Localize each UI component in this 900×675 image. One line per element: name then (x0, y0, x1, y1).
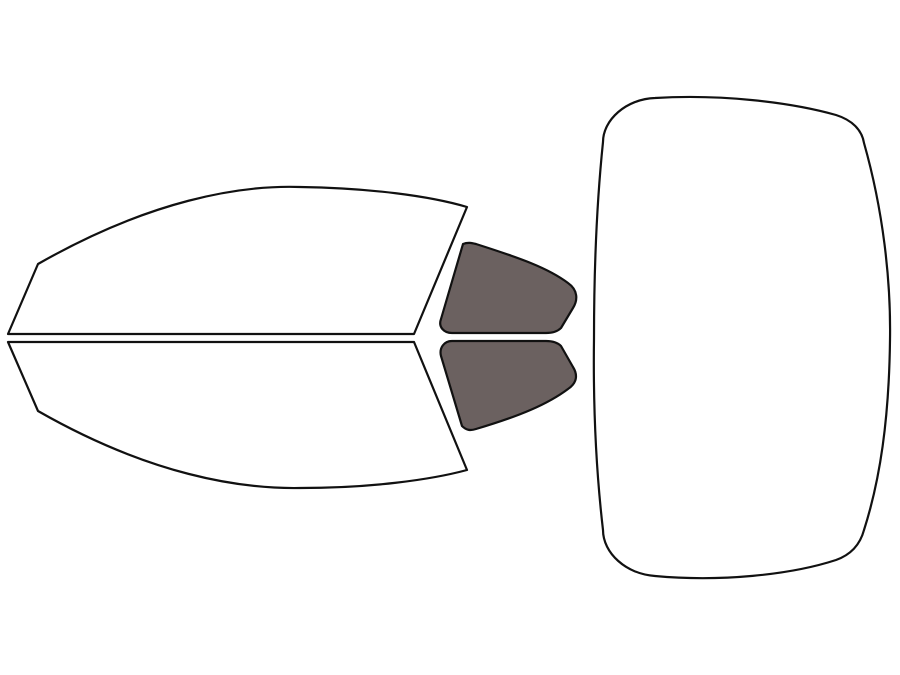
front-left-side-window[interactable] (6, 185, 469, 336)
front-right-side-window[interactable] (6, 340, 469, 490)
rear-right-side-window[interactable] (439, 339, 578, 432)
front-windshield[interactable] (592, 95, 892, 580)
rear-left-side-window[interactable] (439, 241, 578, 335)
